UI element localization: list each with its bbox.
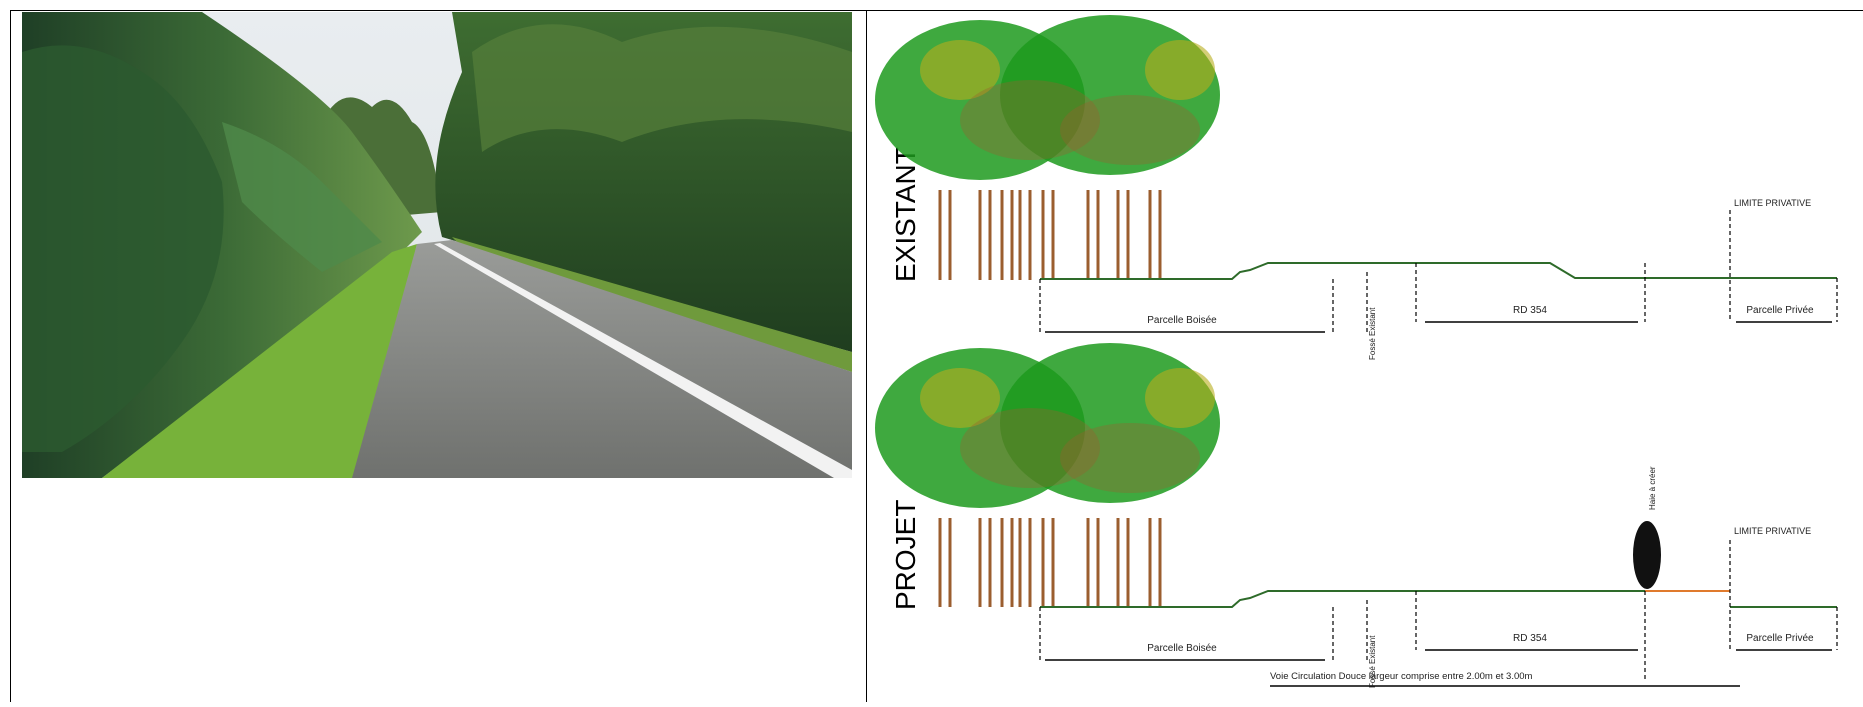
project-hedge-label: Haie à créer — [1648, 466, 1657, 510]
existing-ground-line — [1040, 262, 1837, 280]
existing-private-parcel-label: Parcelle Privée — [1746, 305, 1814, 316]
table-frame — [10, 10, 1863, 703]
road-photo — [22, 12, 852, 478]
project-tree-canopy — [875, 343, 1220, 508]
existing-parcel-wooded-label: Parcelle Boisée — [1147, 315, 1217, 326]
hedge-shrub — [1633, 521, 1661, 589]
left-border — [10, 10, 11, 702]
project-private-limit-label: LIMITE PRIVATIVE — [1734, 526, 1811, 536]
existing-road-label: RD 354 — [1513, 305, 1547, 316]
project-parcel-wooded-label: Parcelle Boisée — [1147, 643, 1217, 654]
project-section: Haie à créer Parcelle Boisée RD 354 — [875, 343, 1838, 688]
project-soft-lane-label: Voie Circulation Douce largeur comprise … — [1270, 671, 1533, 682]
cross-section-drawing: EXISTANT PROJET — [870, 10, 1863, 702]
existing-tree-canopy — [875, 15, 1220, 180]
existing-ditch-label: Fossé Existant — [1368, 307, 1377, 360]
existing-title: EXISTANT — [890, 147, 921, 282]
project-ditch-label: Fossé Existant — [1368, 635, 1377, 688]
project-ground-line — [1040, 590, 1645, 608]
project-title: PROJET — [890, 500, 921, 610]
existing-tree-trunks — [938, 190, 1162, 280]
middle-border — [866, 10, 867, 702]
project-private-parcel-label: Parcelle Privée — [1746, 633, 1814, 644]
existing-private-limit-label: LIMITE PRIVATIVE — [1734, 198, 1811, 208]
project-road-label: RD 354 — [1513, 633, 1547, 644]
existing-section: Parcelle Boisée RD 354 Parcelle Privée L… — [875, 15, 1838, 360]
project-tree-trunks — [938, 518, 1162, 607]
